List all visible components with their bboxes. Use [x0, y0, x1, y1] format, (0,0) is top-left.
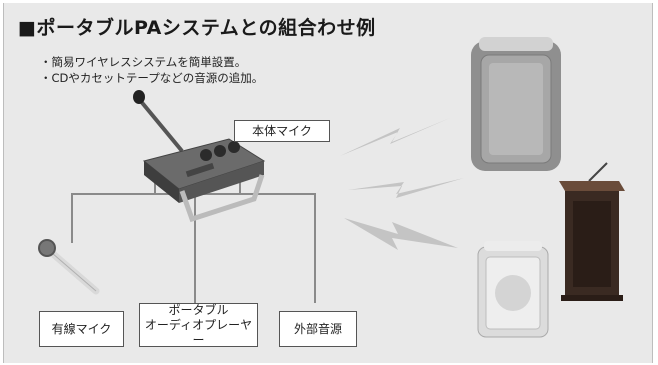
wireless-mixer-icon [133, 90, 266, 223]
connector-mixer-right [239, 181, 241, 195]
portable-player-label-line1: ポータブル [168, 302, 229, 317]
portable-player-label-line2: オーディオプレーヤー [144, 317, 253, 347]
portable-player-label: ポータブル オーディオプレーヤー [139, 303, 258, 347]
main-mic-label: 本体マイク [234, 120, 330, 142]
diagram-panel: ■ポータブルPAシステムとの組合わせ例 ・簡易ワイヤレスシステムを簡単設置。 ・… [3, 3, 653, 363]
connector-mixer-left [154, 181, 156, 195]
speaker-icon [471, 37, 561, 171]
feature-item: ・簡易ワイヤレスシステムを簡単設置。 [40, 55, 247, 69]
connector-left [71, 193, 73, 243]
connector-middle [194, 193, 196, 303]
connector-right [314, 193, 316, 303]
speaker-icon [477, 241, 549, 338]
wired-mic-label: 有線マイク [39, 311, 124, 347]
feature-list: ・簡易ワイヤレスシステムを簡単設置。 ・CDやカセットテープなどの音源の追加。 [40, 54, 263, 86]
podium-icon [559, 162, 625, 301]
feature-item: ・CDやカセットテープなどの音源の追加。 [40, 71, 264, 85]
handheld-microphone-icon [38, 239, 100, 295]
external-source-label: 外部音源 [279, 311, 357, 347]
wireless-signal-icon [340, 118, 464, 250]
diagram-title: ■ポータブルPAシステムとの組合わせ例 [18, 17, 376, 39]
